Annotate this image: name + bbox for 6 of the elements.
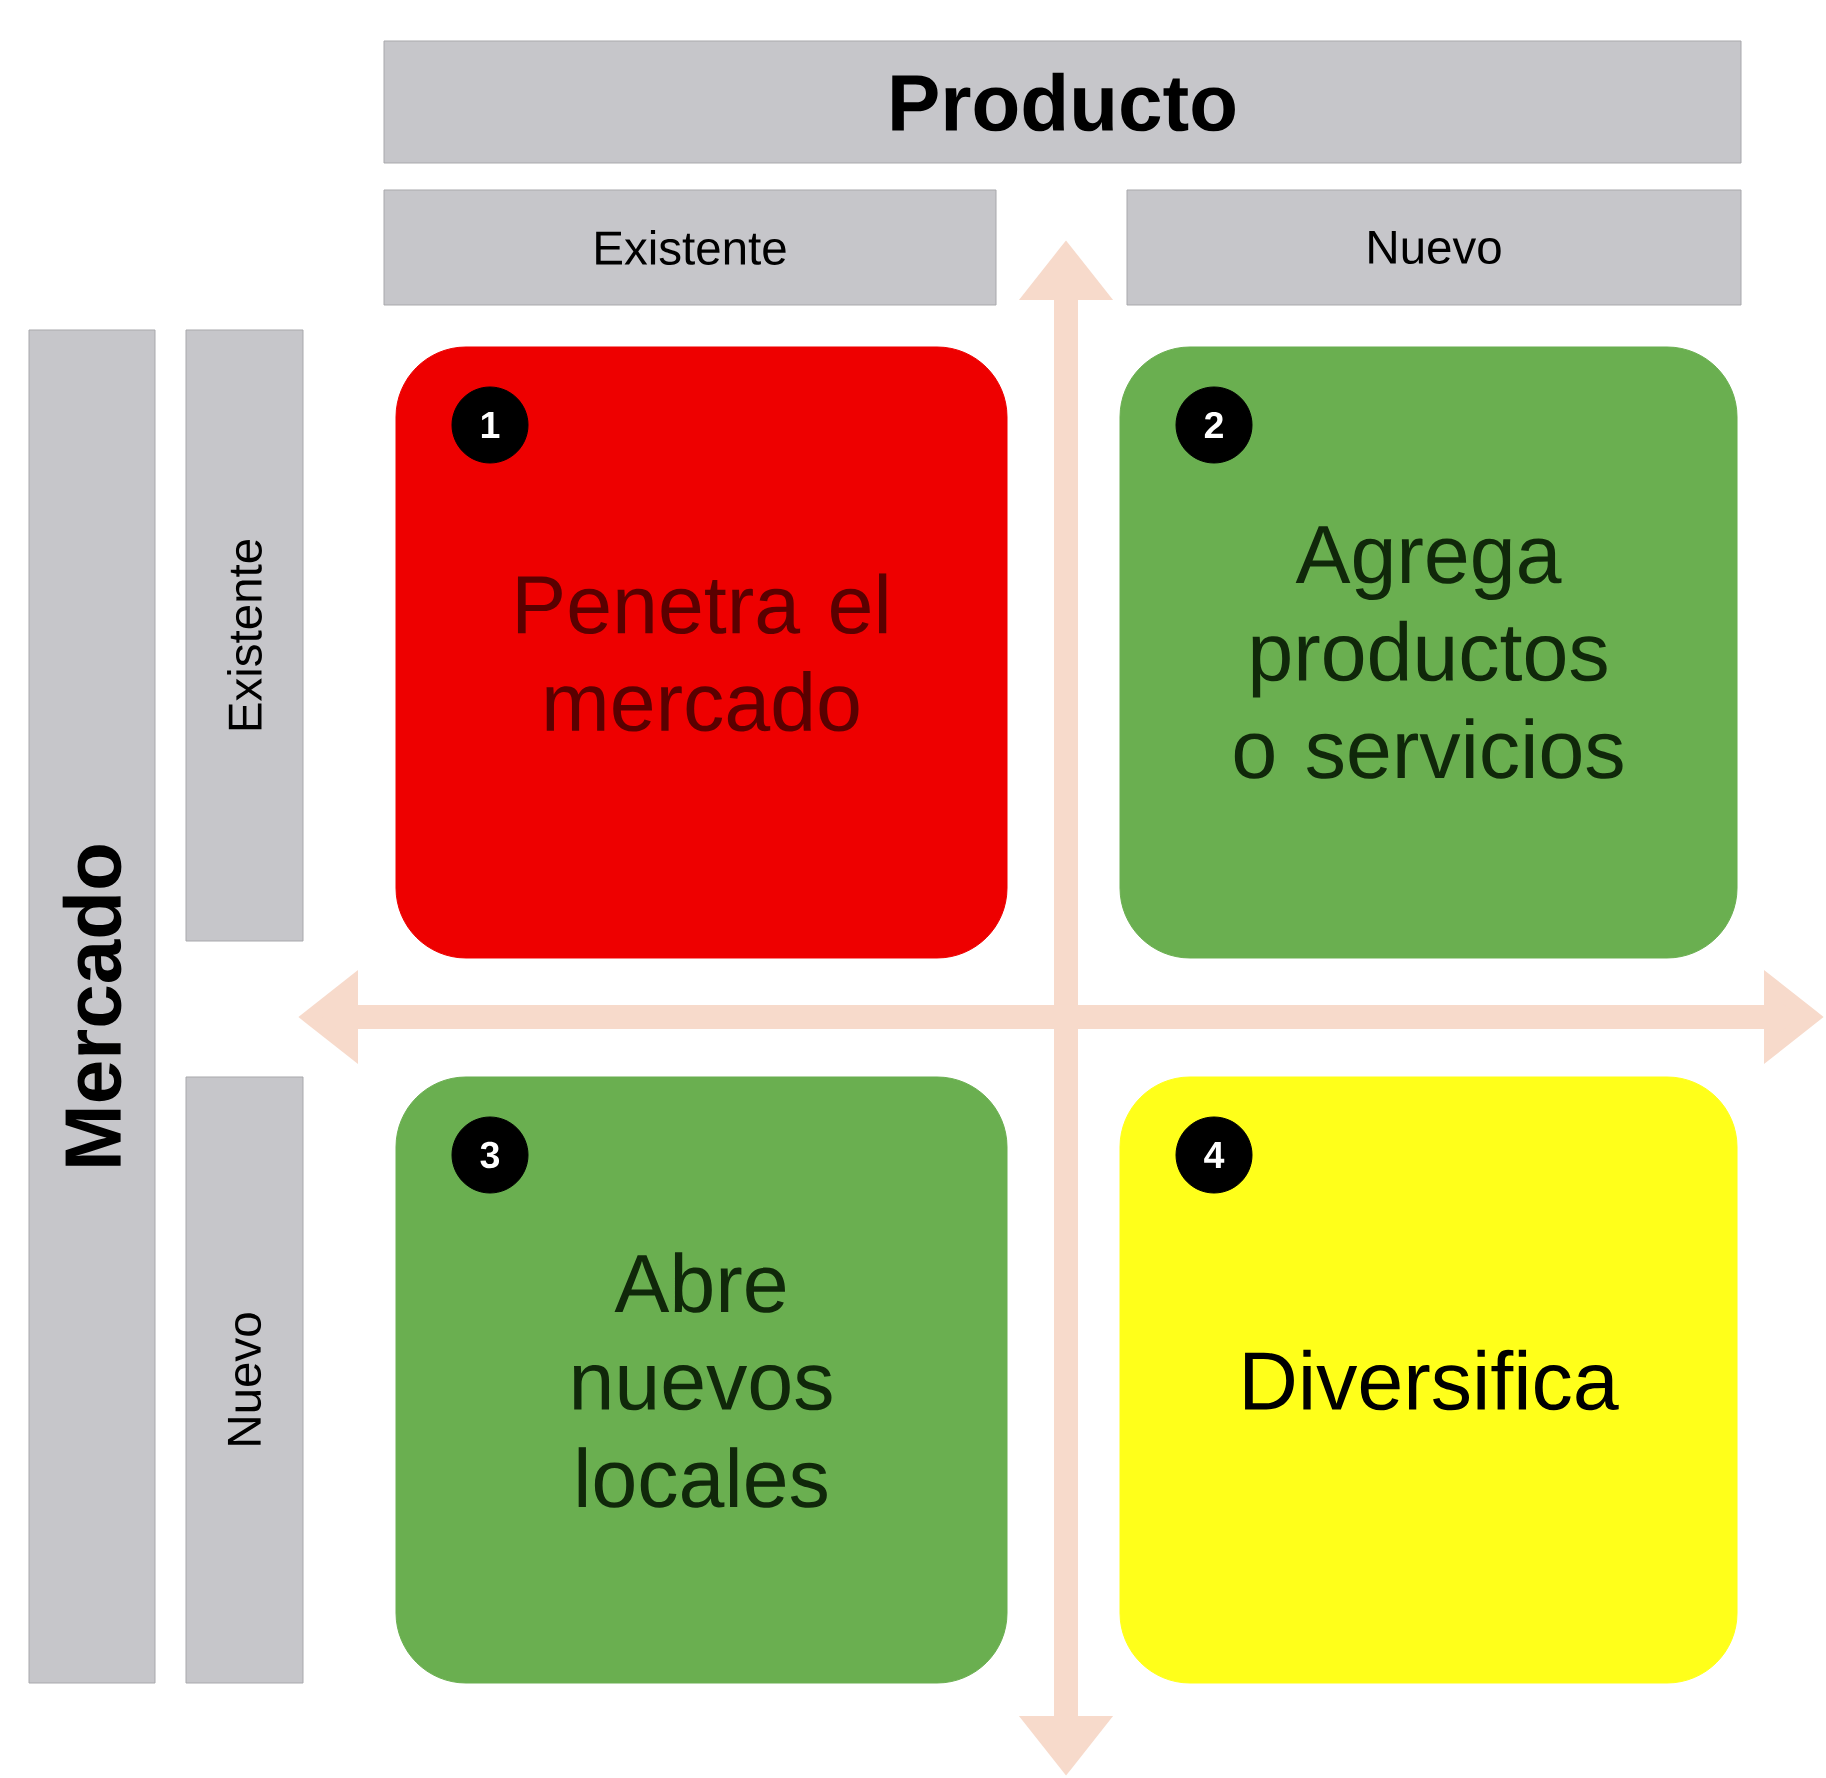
header-bar: Producto — [383, 40, 1742, 164]
header-bar: Existente — [383, 189, 997, 306]
side-header-bar: Mercado — [28, 329, 156, 1684]
side-header-bar: Nuevo — [185, 1076, 304, 1684]
header-bar: Nuevo — [1126, 189, 1742, 306]
side-header-bar: Existente — [185, 329, 304, 942]
